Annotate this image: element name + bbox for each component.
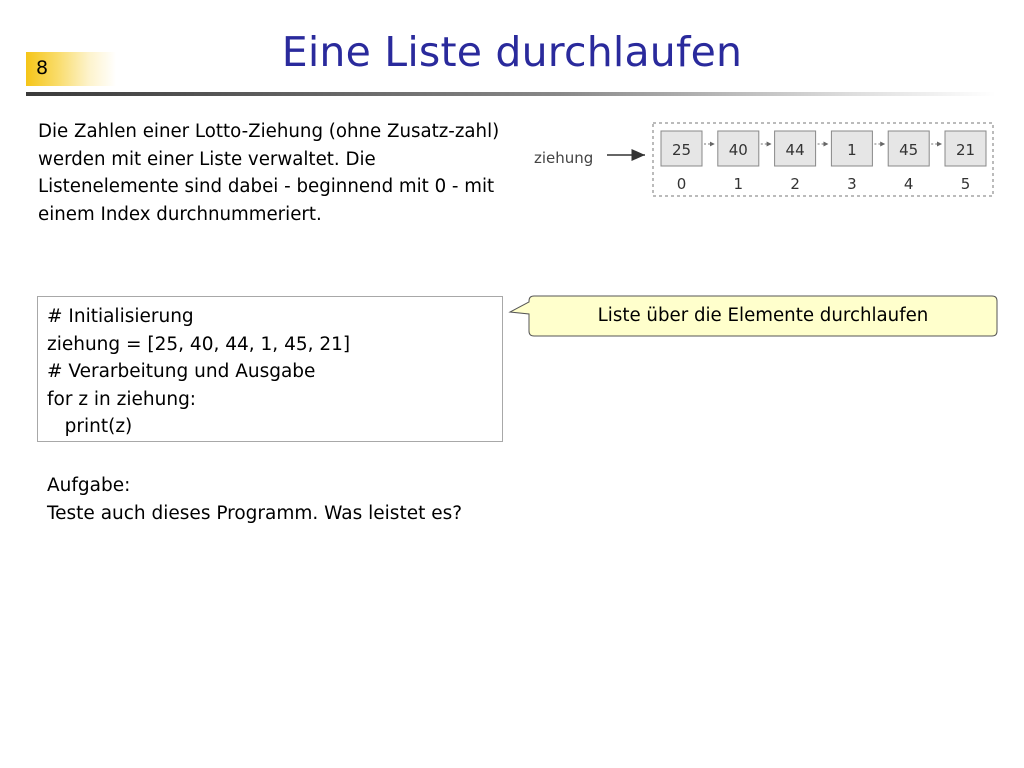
slide-number-box: 8 (26, 52, 116, 86)
code-box: # Initialisierung ziehung = [25, 40, 44, … (37, 296, 503, 442)
list-cell-value: 44 (786, 141, 805, 159)
list-cell-value: 21 (956, 141, 975, 159)
code-line: for z in ziehung: (47, 388, 197, 410)
list-frame (652, 122, 994, 197)
list-cell (887, 130, 930, 167)
list-variable-label: ziehung (534, 149, 593, 167)
list-cell (717, 130, 760, 167)
list-cell-value: 25 (672, 141, 691, 159)
callout-bubble (508, 295, 998, 337)
list-index-label: 2 (790, 175, 800, 193)
code-line: ziehung = [25, 40, 44, 1, 45, 21] (47, 333, 351, 355)
list-cell (944, 130, 987, 167)
list-cell (774, 130, 817, 167)
intro-paragraph: Die Zahlen einer Lotto-Ziehung (ohne Zus… (38, 121, 500, 225)
list-cell (830, 130, 873, 167)
list-cell-value: 45 (899, 141, 918, 159)
list-index-label: 4 (904, 175, 914, 193)
code-line: print(z) (47, 416, 133, 437)
callout-text: Liste über die Elemente durchlaufen (597, 305, 929, 326)
list-index-label: 0 (677, 175, 687, 193)
list-index-label: 1 (734, 175, 744, 193)
list-cell (660, 130, 703, 167)
title-divider (26, 92, 996, 96)
list-index-label: 3 (847, 175, 857, 193)
task-heading: Aufgabe: (47, 475, 131, 496)
list-index-label: 5 (961, 175, 971, 193)
list-cell-value: 1 (847, 141, 857, 159)
slide-number: 8 (36, 57, 49, 79)
code-line: # Verarbeitung und Ausgabe (47, 361, 316, 382)
task-text: Teste auch dieses Programm. Was leistet … (47, 502, 463, 524)
task-block: Aufgabe: Teste auch dieses Programm. Was… (47, 472, 487, 527)
code-line: # Initialisierung (47, 306, 194, 327)
slide-title: Eine Liste durchlaufen (281, 28, 743, 76)
list-cell-value: 40 (729, 141, 748, 159)
